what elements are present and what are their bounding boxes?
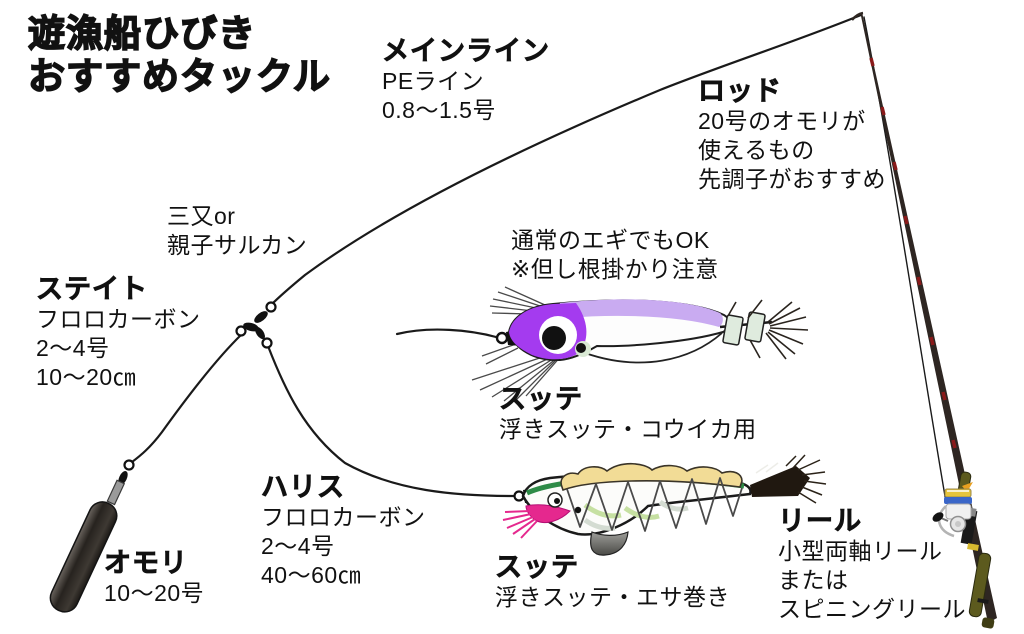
fishing-rod — [851, 11, 997, 629]
sutte-pupil — [542, 326, 566, 350]
weight-swivel-ring — [123, 459, 135, 471]
swivel-ring-top — [265, 301, 277, 313]
harisu-length: 40〜60㎝ — [261, 562, 362, 588]
rod-reel-seat — [960, 509, 978, 545]
swivel-ring-left — [235, 325, 247, 337]
label-suteito: ステイト フロロカーボン 2〜4号 10〜20㎝ — [36, 274, 201, 392]
reel-spool-skirt — [944, 497, 972, 504]
rod-note2: 使えるもの — [698, 137, 815, 163]
sutte-bottom-desc: 浮きスッテ・エサ巻き — [495, 584, 730, 610]
sutte-belly-line — [584, 332, 723, 364]
reel-spool — [944, 488, 972, 498]
swivel-line1: 三又or — [167, 203, 236, 229]
sutte-bottom-heading: スッテ — [495, 552, 579, 583]
label-harisu: ハリス フロロカーボン 2〜4号 40〜60㎝ — [261, 472, 426, 590]
mainline-size: 0.8〜1.5号 — [382, 97, 496, 123]
thread-wraps — [566, 477, 743, 532]
harisu-heading: ハリス — [261, 472, 345, 503]
egi-note-line2: ※但し根掛かり注意 — [511, 256, 719, 282]
mainline-heading: メインライン — [382, 36, 550, 67]
reel-heading: リール — [778, 506, 862, 537]
rod-rear-grip — [968, 552, 992, 618]
reel-handle-knob — [932, 512, 944, 522]
mainline-spec: PEライン — [382, 68, 485, 94]
spinning-reel — [932, 482, 977, 538]
rod-note3: 先調子がおすすめ — [698, 166, 886, 192]
three-way-swivel — [235, 301, 277, 349]
rod-note1: 20号のオモリが — [698, 108, 866, 134]
main-line-upper — [269, 13, 863, 307]
omori-size: 10〜20号 — [104, 580, 205, 606]
label-reel: リール 小型両軸リール または スピニングリール — [778, 506, 966, 624]
bait-sutte-fin — [590, 531, 629, 556]
rod-heading: ロッド — [698, 76, 782, 107]
reel-bail — [937, 505, 955, 538]
sutte-top-heading: スッテ — [499, 384, 583, 415]
rod-guides — [869, 57, 957, 449]
suteito-length: 10〜20㎝ — [36, 364, 137, 390]
swivel-line2: 親子サルカン — [167, 232, 308, 258]
rod-trim-ring — [967, 543, 979, 551]
weight-body — [49, 501, 118, 613]
label-sutte-bottom: スッテ 浮きスッテ・エサ巻き — [495, 552, 730, 612]
label-omori: オモリ 10〜20号 — [104, 548, 204, 608]
weight-clip — [106, 479, 126, 506]
suteito-spec: フロロカーボン — [36, 306, 201, 332]
sinker-weight — [49, 459, 135, 613]
bait-sutte-spot — [574, 506, 582, 514]
rod-butt-cap — [981, 617, 995, 629]
floating-sutte-purple — [471, 286, 809, 402]
bait-wrapped-sutte — [502, 454, 827, 556]
swivel-bead — [243, 322, 259, 332]
harisu-size: 2〜4号 — [261, 533, 335, 559]
bait-sutte-body — [521, 472, 752, 536]
sutte-nose-ring — [495, 331, 509, 345]
reel-flag — [962, 482, 973, 492]
label-mainline: メインライン PEライン 0.8〜1.5号 — [382, 36, 550, 125]
label-swivel: 三又or 親子サルカン — [167, 202, 307, 260]
sutte-tail-band — [744, 311, 766, 343]
rod-grip-band — [977, 598, 989, 604]
title-line1: 遊漁船ひびき — [27, 12, 256, 55]
bait-sutte-pupil — [554, 498, 560, 504]
label-rod: ロッド 20号のオモリが 使えるもの 先調子がおすすめ — [698, 76, 886, 194]
reel-option2: スピニングリール — [778, 596, 966, 622]
page-title: 遊漁船ひびき おすすめタックル — [27, 12, 331, 98]
suteito-heading: ステイト — [36, 274, 148, 305]
swivel-ring-bottom — [261, 337, 273, 349]
omori-heading: オモリ — [104, 548, 188, 579]
label-sutte-top: スッテ 浮きスッテ・コウイカ用 — [499, 384, 757, 444]
harisu-line — [266, 344, 515, 498]
reel-rotor-hub — [955, 521, 961, 527]
sutte-tail-band — [722, 314, 744, 346]
sutte-back-stripe — [559, 299, 723, 327]
sutte-crown-hooks — [727, 299, 809, 360]
reel-or: または — [778, 567, 849, 593]
sutte-top-line — [395, 328, 498, 339]
suteito-line — [130, 332, 244, 464]
jaw-fringe — [502, 510, 538, 539]
egi-note-line1: 通常のエギでもOK — [511, 227, 710, 253]
sutte-eye-spot — [576, 343, 586, 353]
reel-option1: 小型両軸リール — [778, 538, 943, 564]
harisu-spec: フロロカーボン — [261, 504, 426, 530]
title-line2: おすすめタックル — [27, 55, 331, 98]
swivel-bead — [255, 326, 265, 340]
bait-sutte-tail — [750, 466, 810, 497]
bait-sutte-crown-highlights — [755, 462, 779, 474]
label-egi-note: 通常のエギでもOK ※但し根掛かり注意 — [511, 226, 719, 284]
sutte-top-desc: 浮きスッテ・コウイカ用 — [499, 416, 757, 442]
suteito-size: 2〜4号 — [36, 335, 110, 361]
swivel-bead — [254, 311, 268, 323]
bait-sutte-crown-hooks — [785, 454, 827, 504]
